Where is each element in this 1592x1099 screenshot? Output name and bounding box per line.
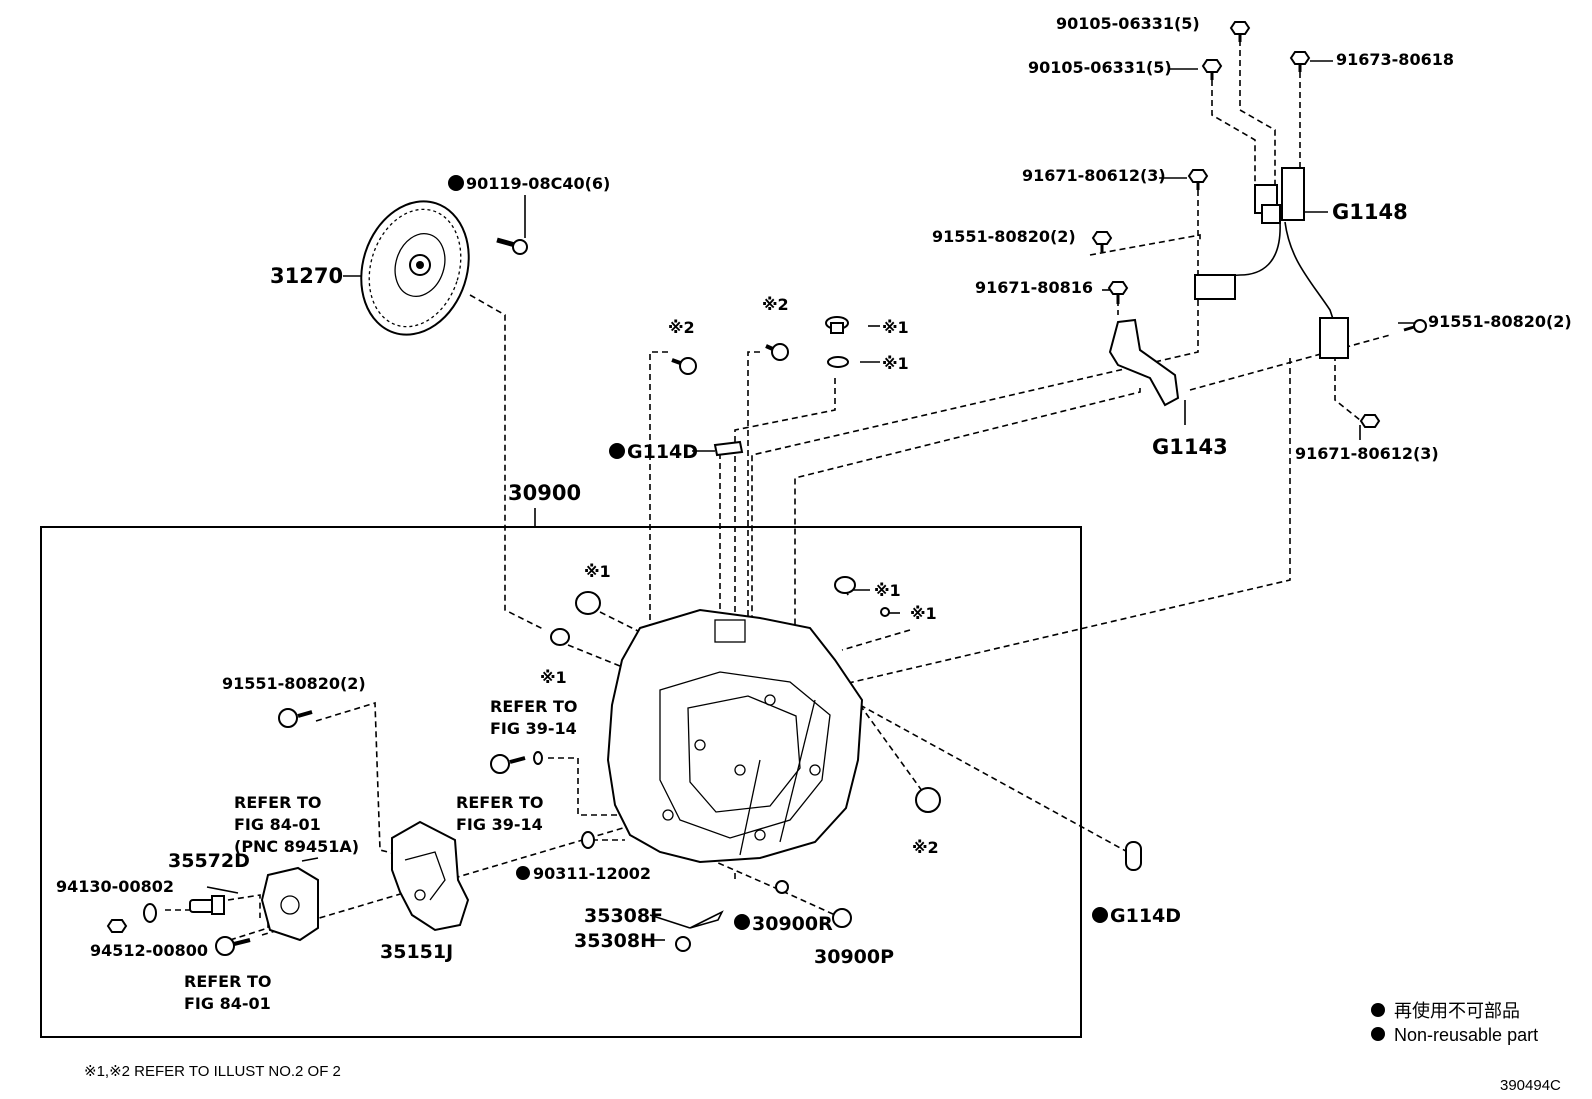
refer-39-14-a-line2: FIG 39-14: [490, 719, 577, 738]
bolt-91551-a: [1091, 231, 1113, 252]
flange-bolt-90119: [496, 237, 528, 255]
label-91671-c: 91671-80612(3): [1295, 444, 1439, 463]
label-91673: 91673-80618: [1336, 50, 1454, 69]
label-35308H: 35308H: [574, 930, 656, 952]
connector-35572D: [189, 895, 225, 915]
refer-84-01-b-line2: FIG 84-01: [184, 994, 271, 1013]
refer-39-14-b-line2: FIG 39-14: [456, 815, 543, 834]
pin-35308F: [689, 910, 724, 929]
label-35308F: 35308F: [584, 905, 663, 927]
bolt-90105-a: [1229, 21, 1251, 42]
bolt-91671-a: [1187, 169, 1209, 190]
nut-94130: [106, 919, 128, 933]
refer-84-01-a-line1: REFER TO: [234, 793, 322, 812]
bolt-91551-c: [278, 708, 313, 728]
small-fasteners: [1091, 21, 1427, 428]
label-35572D: 35572D: [168, 850, 250, 872]
mark-1-b: ※1: [882, 354, 909, 373]
bolt-refer-84-01: [215, 936, 251, 956]
reference-marks: ※2 ※2 ※1 ※1 ※1 ※1 ※1 ※1 ※2: [540, 295, 939, 857]
plug-30900P: [832, 908, 852, 928]
label-30900R: 30900R: [752, 913, 833, 935]
label-91551-b: 91551-80820(2): [1428, 312, 1572, 331]
gasket-mark1: [827, 356, 849, 368]
non-reusable-markers: [448, 175, 1385, 1041]
legend-en: Non-reusable part: [1394, 1025, 1538, 1045]
mark-1-f: ※1: [910, 604, 937, 623]
plug-mark1: [825, 316, 849, 334]
washer-94512: [143, 903, 157, 923]
kit-boundary-box: [40, 526, 1082, 1038]
label-35151J: 35151J: [380, 941, 453, 963]
part-labels: 31270 90119-08C40(6) 30900 90105-06331(5…: [56, 14, 1572, 968]
transaxle-housing-30900: [606, 608, 864, 864]
lower-left-parts: [106, 708, 852, 956]
bolt-90105-b: [1201, 59, 1223, 80]
bolt-35308H: [675, 936, 691, 952]
label-91551-a: 91551-80820(2): [932, 227, 1076, 246]
label-91671-a: 91671-80612(3): [1022, 166, 1166, 185]
refer-39-14-b-line1: REFER TO: [456, 793, 544, 812]
label-90311: 90311-12002: [533, 864, 651, 883]
label-94512: 94512-00800: [90, 941, 208, 960]
illustration-id: 390494C: [1500, 1077, 1561, 1094]
bolt-91671-b: [1107, 281, 1129, 304]
refer-84-01-a-line2: FIG 84-01: [234, 815, 321, 834]
mark-1-c: ※1: [584, 562, 611, 581]
label-G1143: G1143: [1152, 435, 1228, 459]
label-G114D-top: G114D: [627, 441, 698, 463]
refer-84-01-b-line1: REFER TO: [184, 972, 272, 991]
refer-84-01-a-line3: (PNC 89451A): [234, 837, 359, 856]
mark-2-a: ※2: [668, 318, 695, 337]
bolt-refer-39-14-a: [490, 751, 543, 774]
refer-39-14-a-line1: REFER TO: [490, 697, 578, 716]
label-30900P: 30900P: [814, 946, 894, 968]
label-90105-a: 90105-06331(5): [1056, 14, 1200, 33]
mark-1-e: ※1: [874, 581, 901, 600]
label-90105-b: 90105-06331(5): [1028, 58, 1172, 77]
refer-notes: REFER TO FIG 39-14 REFER TO FIG 39-14 RE…: [184, 697, 578, 1013]
harness-G1148: [1194, 167, 1349, 359]
legend-jp: 再使用不可部品: [1394, 1001, 1520, 1021]
label-91671-b: 91671-80816: [975, 278, 1093, 297]
label-G1148: G1148: [1332, 200, 1408, 224]
housing-seals: [550, 576, 1142, 871]
label-31270: 31270: [270, 264, 343, 288]
label-91551-c: 91551-80820(2): [222, 674, 366, 693]
label-30900: 30900: [508, 481, 581, 505]
mark-1-d: ※1: [540, 668, 567, 687]
mark-2-c: ※2: [912, 838, 939, 857]
oring-90311: [581, 831, 595, 849]
mark-2-b: ※2: [762, 295, 789, 314]
label-ticks: [206, 60, 1425, 941]
bolt-91551-b: [1403, 319, 1427, 333]
bracket-G1143: [1108, 318, 1180, 407]
label-G114D-right: G114D: [1110, 905, 1181, 927]
clutch-disc-31270: [360, 200, 470, 336]
shift-lever-35151J: [391, 820, 470, 932]
bolt-91671-c: [1359, 414, 1381, 428]
footnote: ※1,※2 REFER TO ILLUST NO.2 OF 2: [84, 1063, 341, 1080]
bolt-91673: [1289, 51, 1311, 72]
top-center-fasteners: [671, 316, 849, 457]
neutral-switch: [260, 866, 319, 942]
bolt-mark2-left: [671, 357, 697, 375]
mark-1-a: ※1: [882, 318, 909, 337]
label-94130: 94130-00802: [56, 877, 174, 896]
gasket-30900R: [775, 880, 789, 894]
clip-G114D-top: [713, 440, 744, 457]
label-90119: 90119-08C40(6): [466, 174, 610, 193]
bolt-mark2-top: [765, 343, 789, 361]
